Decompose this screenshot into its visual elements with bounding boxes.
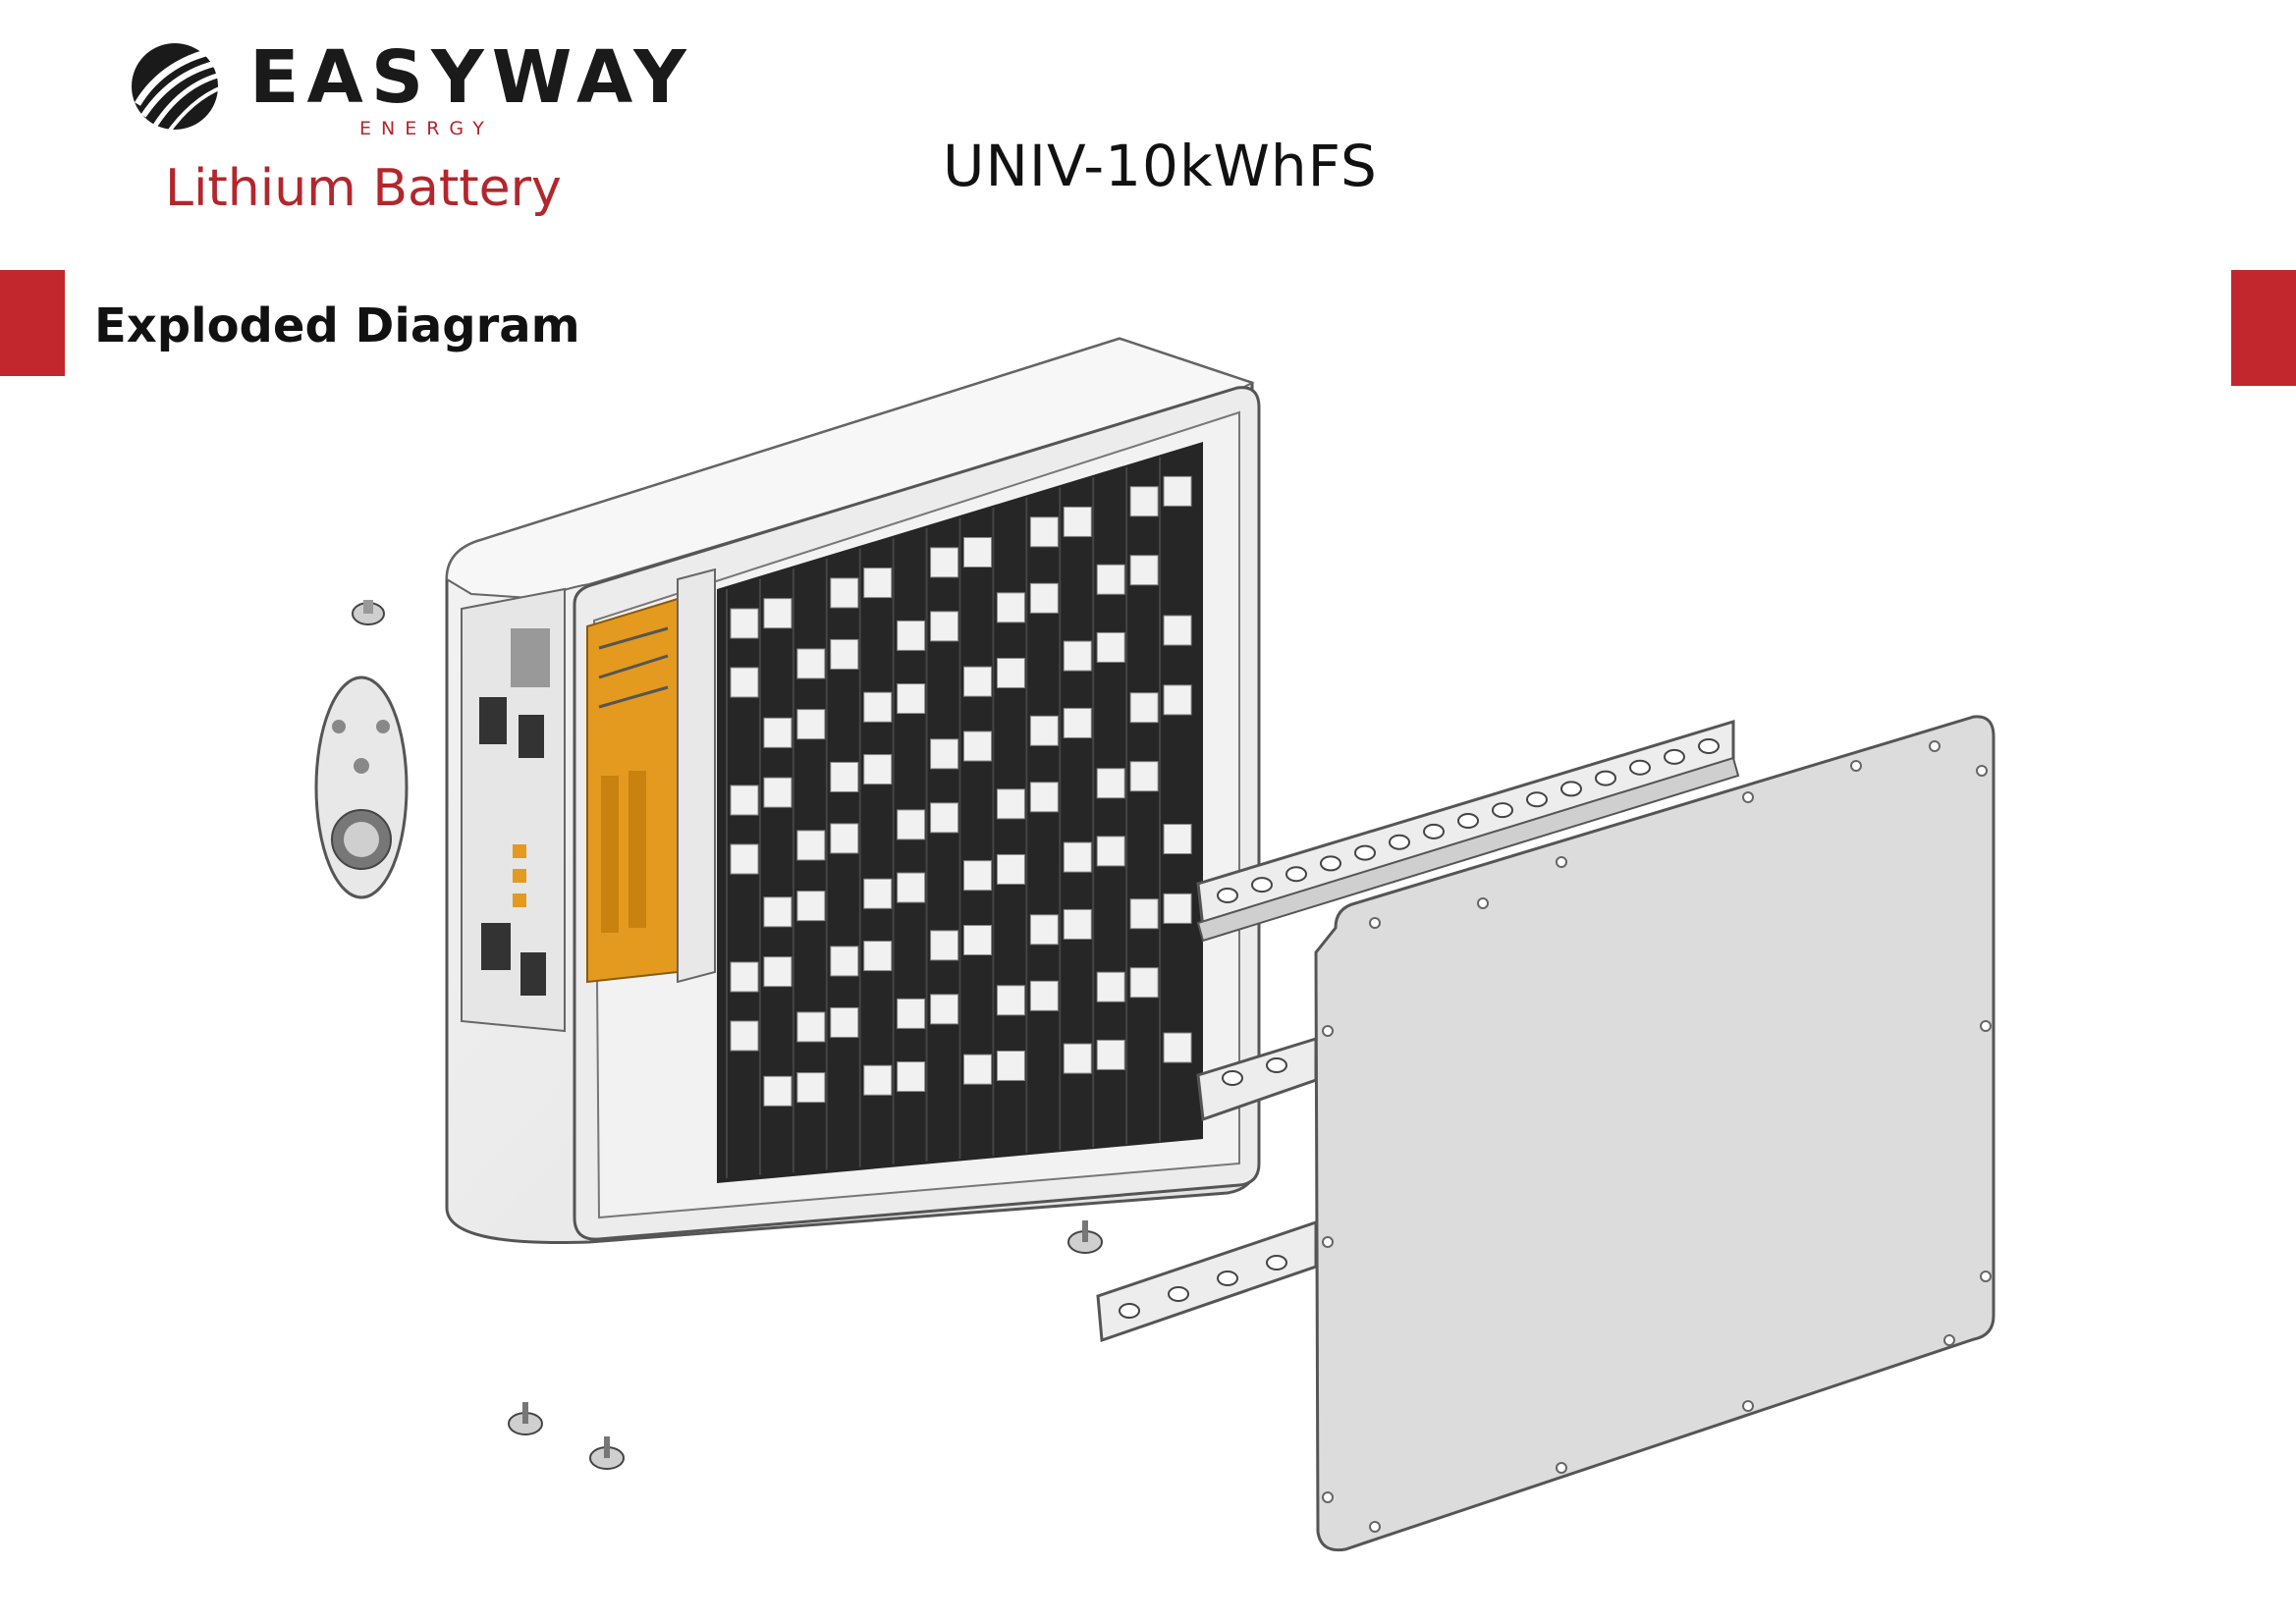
section-marker-left	[0, 270, 65, 376]
side-cover	[314, 676, 409, 899]
product-line: Lithium Battery	[165, 159, 562, 218]
swoosh-logo-icon	[132, 43, 231, 134]
section-marker-right	[2231, 270, 2296, 386]
front-cover-panel	[1314, 715, 1995, 1552]
brand-name: EASYWAY	[249, 35, 694, 120]
screw-fasteners	[352, 600, 1103, 1470]
brand-logo: EASYWAY ENERGY	[126, 35, 686, 143]
mounting-rails	[1096, 719, 1740, 1343]
battery-cell-array	[717, 442, 1203, 1183]
section-title: Exploded Diagram	[94, 298, 580, 353]
brand-subtitle: ENERGY	[359, 118, 494, 139]
bms-board	[586, 568, 716, 984]
page-title: UNIV-10kWhFS	[943, 133, 1378, 199]
